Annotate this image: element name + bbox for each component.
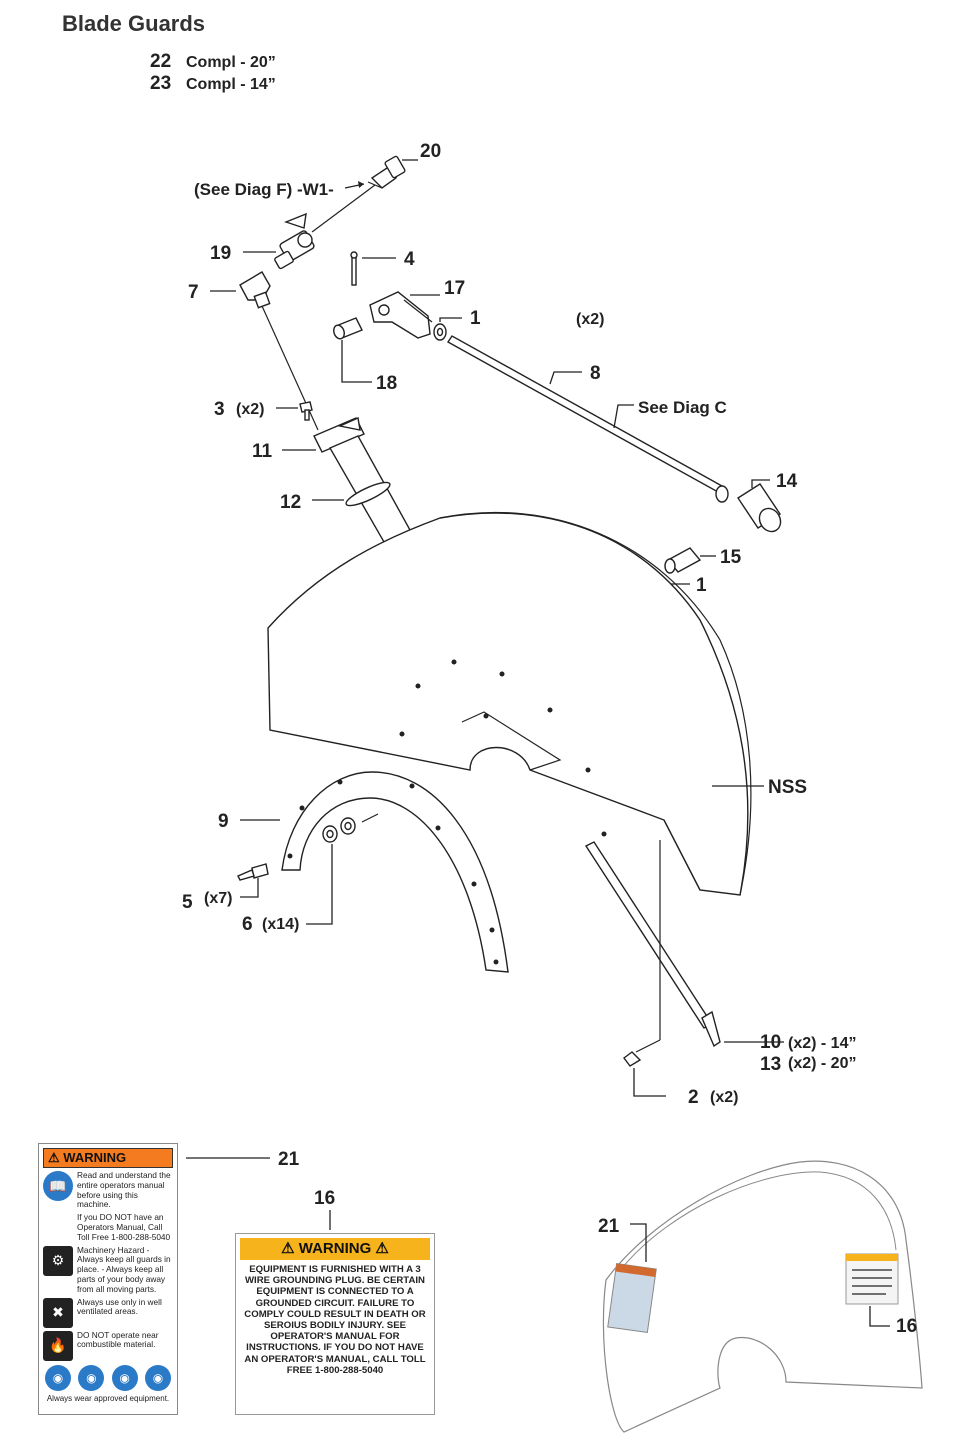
hose-segment xyxy=(311,184,376,233)
ppe-icons: ◉ ◉ ◉ ◉ xyxy=(45,1364,171,1391)
decal-16-header: ⚠ WARNING ⚠ xyxy=(240,1238,430,1260)
main-blade-guard xyxy=(267,511,752,896)
callout-16-inset: 16 xyxy=(896,1316,917,1337)
qty-x14: (x14) xyxy=(262,916,299,933)
inset-guard xyxy=(602,1160,923,1433)
part-18-pin xyxy=(333,317,363,340)
page-title: Blade Guards xyxy=(62,11,205,36)
callout-21: 21 xyxy=(278,1149,300,1170)
decal-21-text: Always use only in well ventilated areas… xyxy=(77,1296,162,1317)
decal-16-body: EQUIPMENT IS FURNISHED WITH A 3 WIRE GRO… xyxy=(244,1264,426,1376)
part-15-fitting xyxy=(664,547,702,574)
callout-19: 19 xyxy=(210,243,231,264)
assembly-23-text: Compl - 14” xyxy=(186,76,276,93)
leader-see-diag-c xyxy=(613,404,634,429)
qty-x2-p2: (x2) xyxy=(710,1089,738,1106)
callout-9: 9 xyxy=(218,811,229,832)
assembly-23-number: 23 xyxy=(150,73,171,94)
callout-14: 14 xyxy=(776,471,798,492)
decal-21-text: Read and understand the entire operators… xyxy=(77,1170,171,1210)
leader-2 xyxy=(633,1068,666,1097)
part-12-washer xyxy=(345,481,391,507)
decal-16-header-text: WARNING xyxy=(298,1240,372,1257)
part-20-connector xyxy=(367,155,406,189)
ventilation-icon: ✖ xyxy=(43,1297,73,1328)
decal-21-text: If you DO NOT have an Operators Manual, … xyxy=(77,1212,171,1242)
decal-21-row: If you DO NOT have an Operators Manual, … xyxy=(43,1212,173,1242)
assembly-22-number: 22 xyxy=(150,51,171,72)
decal-21-header-text: WARNING xyxy=(63,1150,127,1165)
fire-icon: 🔥 xyxy=(43,1330,73,1361)
callout-3: 3 xyxy=(214,399,225,420)
callout-15: 15 xyxy=(720,547,742,568)
part-14-coupler xyxy=(715,483,782,533)
callout-16: 16 xyxy=(314,1188,335,1209)
part-10-13-support-rod xyxy=(584,841,721,1048)
callout-21-inset: 21 xyxy=(598,1216,620,1237)
part-17-clevis xyxy=(369,291,433,339)
part-1-nut-top xyxy=(433,323,447,341)
part-3-screw xyxy=(299,401,313,421)
see-diag-f-note: (See Diag F) -W1- xyxy=(194,180,334,199)
part-9-blade-skirt xyxy=(281,771,509,973)
face-shield-icon: ◉ xyxy=(111,1364,138,1391)
decal-21-header: ⚠ WARNING xyxy=(43,1148,173,1168)
respirator-icon: ◉ xyxy=(78,1364,105,1391)
callout-nss: NSS xyxy=(768,777,807,798)
callout-5: 5 xyxy=(182,892,193,913)
callout-8: 8 xyxy=(590,363,601,384)
callout-1-top: 1 xyxy=(470,308,481,329)
decal-21-row: ✖ Always use only in well ventilated are… xyxy=(43,1296,173,1328)
washer-guide xyxy=(361,813,379,823)
leader-18 xyxy=(341,340,372,383)
hard-hat-icon: ◉ xyxy=(144,1364,171,1391)
callout-17: 17 xyxy=(444,278,465,299)
part-2-screw xyxy=(623,1039,661,1067)
qty-p10: (x2) - 14” xyxy=(788,1035,856,1052)
callout-6: 6 xyxy=(242,914,253,935)
hazard-icon: ⚙ xyxy=(43,1245,73,1276)
decal-21-row: 🔥 DO NOT operate near combustible materi… xyxy=(43,1329,173,1361)
callout-20: 20 xyxy=(420,141,441,162)
leader-8 xyxy=(549,371,582,385)
decal-21-footer: Always wear approved equipment. xyxy=(46,1393,170,1403)
callout-4: 4 xyxy=(404,249,415,270)
warning-decal-16: ⚠ WARNING ⚠ EQUIPMENT IS FURNISHED WITH … xyxy=(235,1233,435,1415)
leader-16-inset xyxy=(869,1306,890,1327)
warning-decal-21: ⚠ WARNING 📖 Read and understand the enti… xyxy=(38,1143,178,1415)
callout-7: 7 xyxy=(188,282,199,303)
hearing-protection-icon: ◉ xyxy=(45,1364,71,1391)
callout-18: 18 xyxy=(376,373,397,394)
part-6-washer xyxy=(322,817,356,843)
decal-21-row: 📖 Read and understand the entire operato… xyxy=(43,1170,173,1210)
see-diag-c-note: See Diag C xyxy=(638,398,727,417)
decal-21-row: ⚙ Machinery Hazard - Always keep all gua… xyxy=(43,1244,173,1295)
decal-21-text: Machinery Hazard - Always keep all guard… xyxy=(77,1244,171,1294)
qty-x2-p3: (x2) xyxy=(236,401,264,418)
leader-1-top xyxy=(439,317,462,322)
decal-21-text: DO NOT operate near combustible material… xyxy=(77,1329,159,1350)
manual-icon: 📖 xyxy=(43,1171,73,1201)
callout-12: 12 xyxy=(280,492,301,513)
callout-10: 10 xyxy=(760,1032,781,1053)
callout-1-mid: 1 xyxy=(696,575,707,596)
part-5-screw xyxy=(237,863,269,881)
part-4-pin xyxy=(350,251,358,286)
part-7-elbow xyxy=(239,271,271,309)
qty-p13: (x2) - 20” xyxy=(788,1055,856,1072)
leader-5 xyxy=(240,878,259,898)
assembly-22-text: Compl - 20” xyxy=(186,54,276,71)
qty-x7: (x7) xyxy=(204,890,232,907)
qty-x2-top: (x2) xyxy=(576,311,604,328)
callout-13: 13 xyxy=(760,1054,781,1075)
callout-11: 11 xyxy=(252,441,273,462)
leader-14 xyxy=(751,479,770,488)
callout-2: 2 xyxy=(688,1087,699,1108)
leader-6 xyxy=(306,844,333,925)
part-19-valve xyxy=(274,212,315,270)
leader-21-inset xyxy=(630,1223,647,1262)
part-11-bracket xyxy=(313,416,365,453)
